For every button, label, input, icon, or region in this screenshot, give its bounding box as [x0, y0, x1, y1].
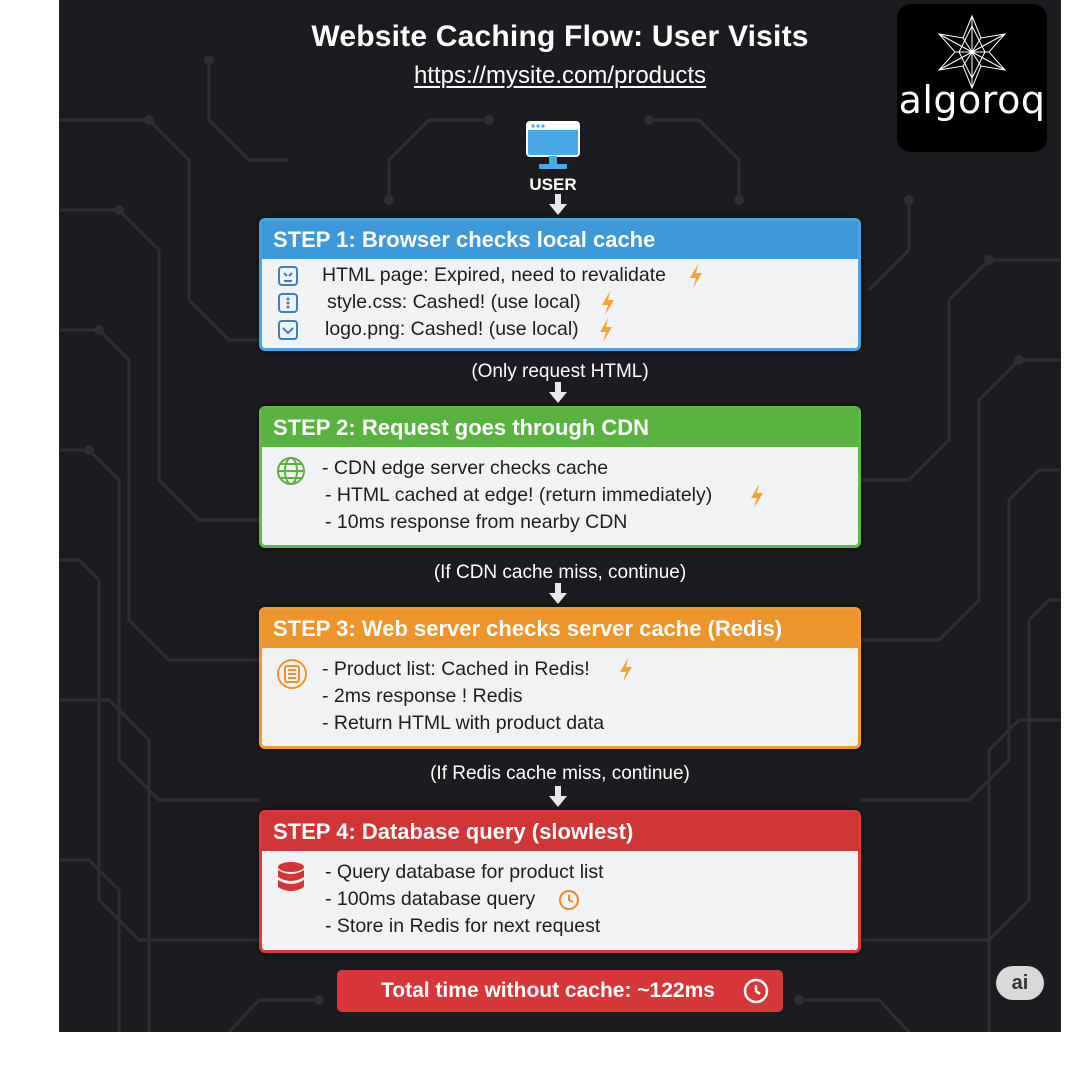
step-1-line-3: logo.png: Cashed! (use local): [325, 318, 579, 340]
step-4-line-1: - Query database for product list: [325, 861, 604, 883]
circuit-background: [59, 55, 1061, 1032]
user-label: USER: [529, 175, 577, 194]
lightning-bolt-icon: [602, 291, 614, 315]
page-url: https://mysite.com/products: [413, 62, 707, 89]
connector-label-2: (If CDN cache miss, continue): [433, 562, 687, 583]
step-3-line-1: - Product list: Cached in Redis!: [322, 658, 590, 680]
step-2-card: STEP 2: Request goes through CDN - CDN e…: [259, 406, 861, 548]
step-3-line-2: - 2ms response ! Redis: [322, 685, 523, 707]
step-4-line-3: - Store in Redis for next request: [325, 915, 601, 937]
step-2-line-2: - HTML cached at edge! (return immediate…: [325, 484, 713, 506]
image-file-icon: [278, 320, 298, 340]
lightning-bolt-icon: [751, 484, 763, 508]
step-1-body: HTML page: Expired, need to revalidate s…: [262, 259, 858, 348]
step-4-line-2: - 100ms database query: [325, 888, 536, 910]
connector-label-1: (Only request HTML): [471, 361, 649, 382]
brand-logo: algoroq: [897, 4, 1047, 152]
step-2-header: STEP 2: Request goes through CDN: [262, 409, 858, 447]
diagram-canvas: Website Caching Flow: User Visits https:…: [59, 0, 1061, 1032]
ai-badge: ai: [996, 966, 1044, 1000]
lightning-bolt-icon: [600, 318, 612, 342]
monitor-icon: [526, 121, 580, 169]
step-3-body: - Product list: Cached in Redis! - 2ms r…: [262, 648, 858, 746]
clock-icon: [559, 890, 579, 910]
lightning-bolt-icon: [620, 658, 632, 682]
step-2-line-3: - 10ms response from nearby CDN: [325, 511, 628, 533]
step-2-body: - CDN edge server checks cache - HTML ca…: [262, 447, 858, 545]
step-2-line-1: - CDN edge server checks cache: [322, 457, 609, 479]
down-arrow-icon: [549, 786, 567, 807]
down-arrow-icon: [549, 583, 567, 604]
step-1-line-1: HTML page: Expired, need to revalidate: [322, 264, 666, 286]
expired-page-icon: [278, 266, 298, 286]
database-icon: [278, 862, 304, 891]
total-time-text: Total time without cache: ~122ms: [381, 979, 715, 1002]
down-arrow-icon: [549, 194, 567, 215]
total-time-banner: Total time without cache: ~122ms: [337, 970, 783, 1012]
css-file-icon: [278, 293, 298, 313]
step-1-card: STEP 1: Browser checks local cache HTML …: [259, 218, 861, 351]
step-3-card: STEP 3: Web server checks server cache (…: [259, 607, 861, 749]
step-3-line-3: - Return HTML with product data: [322, 712, 605, 734]
logo-text: algoroq: [898, 78, 1046, 122]
diagram-title: Website Caching Flow: User Visits: [311, 20, 809, 53]
step-4-card: STEP 4: Database query (slowlest) - Quer…: [259, 810, 861, 953]
step-4-body: - Query database for product list - 100m…: [262, 851, 858, 950]
down-arrow-icon: [549, 382, 567, 403]
lightning-bolt-icon: [690, 264, 702, 288]
globe-icon: [277, 457, 305, 485]
server-cache-icon: [277, 659, 307, 689]
connector-label-3: (If Redis cache miss, continue): [430, 763, 690, 784]
step-3-header: STEP 3: Web server checks server cache (…: [262, 610, 858, 648]
step-1-header: STEP 1: Browser checks local cache: [262, 221, 858, 259]
clock-icon: [743, 978, 769, 1004]
step-4-header: STEP 4: Database query (slowlest): [262, 813, 858, 851]
step-1-line-2: style.css: Cashed! (use local): [327, 291, 581, 313]
geometric-star-icon: [937, 14, 1007, 90]
